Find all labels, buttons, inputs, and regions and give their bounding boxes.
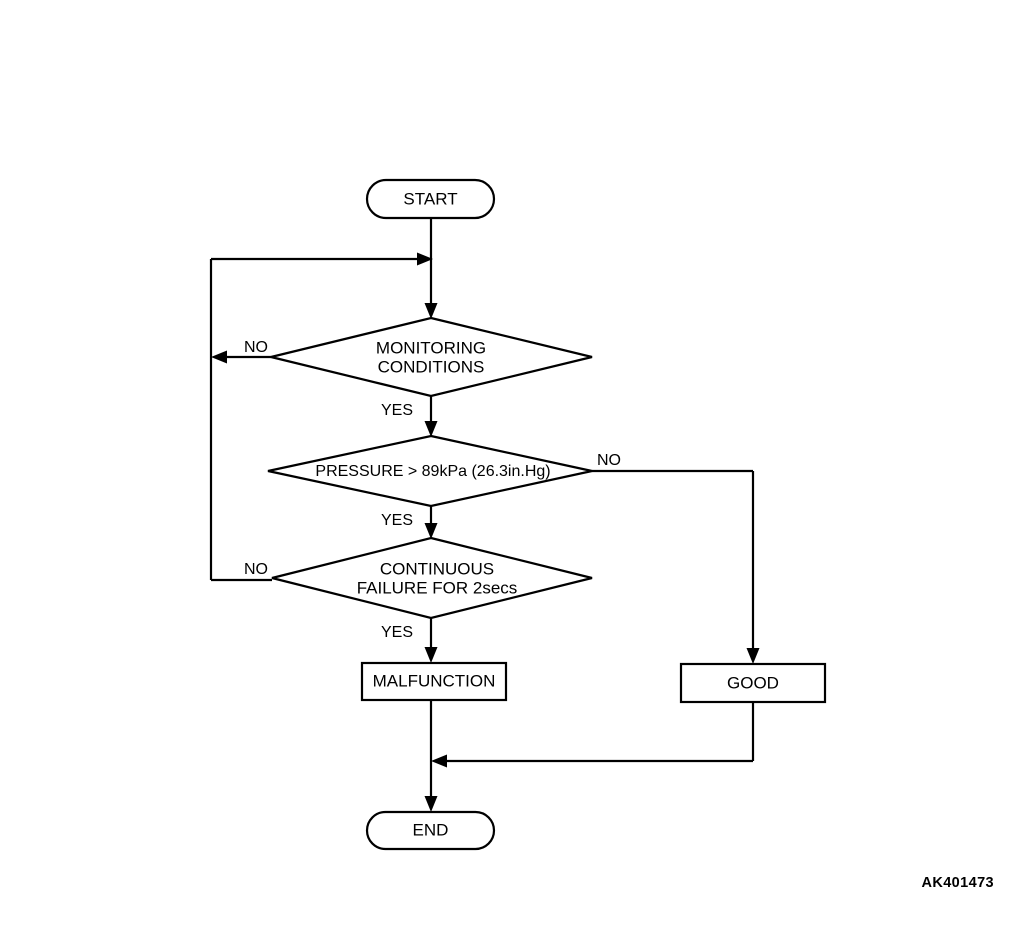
node-malfunction[interactable] [360,661,508,702]
edge-label-monitoring-no: NO [244,339,268,356]
arrowhead-feedback-join [417,252,433,266]
reference-code: AK401473 [921,875,994,891]
edge-label-continuous-no: NO [244,561,268,578]
node-start-label: START [403,189,457,208]
node-monitoring-conditions[interactable] [270,316,593,398]
arrowhead-pressure-no [746,648,760,664]
arrowhead-malfunction-to-end [424,796,438,812]
node-pressure-label: PRESSURE > 89kPa (26.3in.Hg) [315,463,550,480]
node-good-label: GOOD [727,673,779,692]
arrowhead-good-join [431,754,447,768]
node-pressure-check[interactable] [267,434,593,508]
node-monitoring-label-line1: MONITORING [376,338,486,357]
arrowhead-continuous-yes [424,647,438,663]
node-start[interactable] [365,178,496,220]
node-continuous-label-line1: CONTINUOUS [380,559,494,578]
node-end-label: END [413,820,449,839]
edge-label-pressure-no: NO [597,452,621,469]
node-monitoring-label-line2: CONDITIONS [378,357,485,376]
node-continuous-failure[interactable] [271,536,593,620]
edge-label-continuous-yes: YES [381,624,413,641]
arrowhead-monitoring-yes [424,421,438,437]
arrowhead-start-to-monitoring [424,303,438,319]
node-malfunction-label: MALFUNCTION [373,671,496,690]
edge-label-pressure-yes: YES [381,512,413,529]
arrowhead-pressure-yes [424,523,438,539]
node-good[interactable] [679,662,827,704]
arrowhead-monitoring-no [211,350,227,364]
node-continuous-label-line2: FAILURE FOR 2secs [357,578,518,597]
edge-label-monitoring-yes: YES [381,402,413,419]
node-end[interactable] [365,810,496,851]
